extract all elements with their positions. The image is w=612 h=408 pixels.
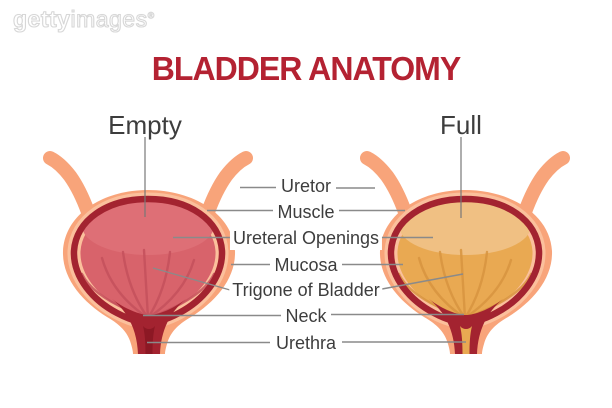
full-bladder-illustration	[367, 158, 563, 354]
page-title: BLADDER ANATOMY	[151, 50, 461, 87]
part-label-trigone-of-bladder: Trigone of Bladder	[229, 278, 383, 302]
watermark-brand-light: images	[70, 5, 148, 32]
part-label-mucosa: Mucosa	[271, 253, 341, 277]
full-figure-label: Full	[440, 110, 482, 140]
watermark-brand-bold: getty	[12, 5, 71, 32]
empty-figure-label: Empty	[108, 110, 182, 140]
part-label-ureteral-openings: Ureteral Openings	[229, 226, 383, 250]
part-label-uretor: Uretor	[277, 174, 335, 198]
part-label-muscle: Muscle	[274, 200, 338, 224]
empty-bladder-illustration	[50, 158, 246, 354]
gettyimages-watermark: gettyimages®	[12, 5, 155, 33]
pointer-line-trigone-right	[381, 273, 464, 290]
pointer-line-trigone-left	[152, 267, 231, 291]
part-label-neck: Neck	[282, 304, 330, 328]
part-label-urethra: Urethra	[272, 331, 340, 355]
registered-mark: ®	[147, 10, 155, 21]
